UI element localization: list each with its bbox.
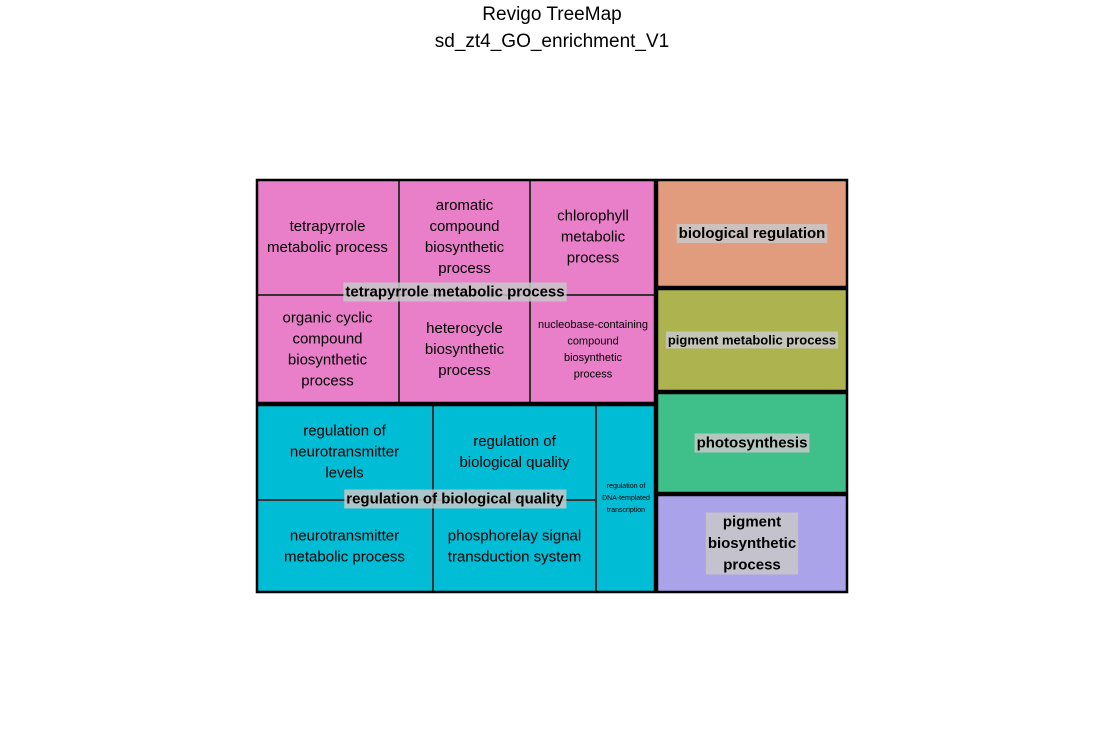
treemap-group-label-line: photosynthesis [697, 435, 808, 452]
treemap-group-border [655, 178, 849, 289]
treemap-group-label: biological regulation [676, 224, 828, 243]
treemap-term-label-line: nucleobase-containing [538, 319, 648, 331]
treemap-term-label-line: compound [567, 335, 618, 347]
treemap-group-label-line: biological regulation [679, 225, 826, 242]
treemap-term-label-line: compound [292, 331, 362, 348]
treemap-term-label-line: process [438, 362, 491, 379]
treemap-term-label-line: aromatic [436, 197, 494, 214]
treemap-term-label-line: tetrapyrrole [290, 218, 366, 235]
treemap-group-label-line: pigment [723, 514, 781, 531]
treemap-term-label-line: transcription [607, 507, 645, 514]
chart-subtitle: sd_zt4_GO_enrichment_V1 [434, 31, 670, 52]
treemap-term-label-line: biological quality [459, 454, 570, 471]
treemap-term-label-line: regulation of [303, 423, 386, 440]
treemap-term-label-line: organic cyclic [282, 310, 373, 327]
treemap-term-label: tetrapyrrole metabolic process [267, 218, 388, 256]
treemap-term-label-line: process [574, 368, 613, 380]
treemap-term-label-line: biosynthetic [425, 239, 505, 256]
treemap-term-label: neurotransmitter metabolic process [284, 528, 405, 566]
treemap-term-label-line: transduction system [448, 549, 581, 566]
treemap-group-label-background [694, 433, 810, 453]
treemap-term-label-line: compound [429, 218, 499, 235]
treemap-term-label: regulation of biological quality [459, 433, 570, 471]
treemap-term-label: regulation of neurotransmitter levels [290, 423, 399, 482]
treemap-term-label: chlorophyll metabolic process [557, 208, 629, 267]
treemap-group-label-background [344, 489, 567, 509]
treemap-term-label-line: chlorophyll [557, 208, 629, 225]
treemap-term-label-line: neurotransmitter [290, 528, 399, 545]
treemap-term-label-line: regulation of [607, 483, 646, 490]
treemap-group-label: tetrapyrrole metabolic process [343, 282, 567, 302]
treemap-term-label: heterocycle biosynthetic process [425, 320, 505, 379]
treemap-term-label-line: DNA-templated [602, 495, 650, 502]
treemap-group-label-line: pigment metabolic process [668, 333, 836, 348]
treemap-term-label-line: neurotransmitter [290, 444, 399, 461]
treemap-term-label-line: process [567, 250, 620, 267]
treemap-term-label: nucleobase-containing compound biosyntheti… [538, 319, 648, 381]
treemap-group-label: photosynthesis [694, 433, 810, 453]
treemap-term-label-line: metabolic process [284, 549, 405, 566]
treemap-group-label-line: regulation of biological quality [346, 491, 564, 508]
treemap-group-border [655, 287, 849, 393]
treemap-term-label-line: biosynthetic [564, 352, 623, 364]
treemap-term-label-line: metabolic [561, 229, 626, 246]
treemap-group-border [655, 391, 849, 495]
treemap-group-label-line: tetrapyrrole metabolic process [345, 284, 564, 301]
treemap-term-label-line: process [438, 260, 491, 277]
treemap-term-label-line: biosynthetic [288, 352, 368, 369]
treemap-term-label-line: phosphorelay signal [448, 528, 581, 545]
treemap-term-label-line: metabolic process [267, 239, 388, 256]
treemap-term-label-line: regulation of [473, 433, 556, 450]
treemap-group-label: pigment biosynthetic process [705, 512, 799, 575]
treemap-term-label-line: heterocycle [426, 320, 503, 337]
treemap-term-label-line: biosynthetic [425, 341, 505, 358]
treemap-group-label: regulation of biological quality [344, 489, 567, 509]
treemap-term-label: phosphorelay signal transduction system [448, 528, 581, 566]
treemap-term-label: organic cyclic compound biosynthetic proces… [282, 310, 373, 390]
treemap-group-label-background [343, 282, 567, 302]
treemap-term-label: aromatic compound biosynthetic process [425, 197, 505, 277]
treemap-group-border [255, 178, 657, 405]
treemap-group-label-line: biosynthetic [708, 535, 796, 552]
treemap-group-border [655, 493, 849, 594]
treemap-group-label-background [676, 224, 828, 243]
treemap-term-label: regulation of DNA-templated transcription [602, 483, 650, 514]
treemap-group-label-line: process [723, 557, 781, 574]
treemap-group-label-background [665, 331, 839, 349]
treemap-term-label-line: levels [325, 465, 363, 482]
treemap-group-label-background [705, 512, 799, 575]
chart-title: Revigo TreeMap [482, 4, 622, 25]
treemap-group-label: pigment metabolic process [665, 331, 839, 349]
treemap-group-border [255, 403, 657, 594]
treemap-term-label-line: process [301, 373, 354, 390]
